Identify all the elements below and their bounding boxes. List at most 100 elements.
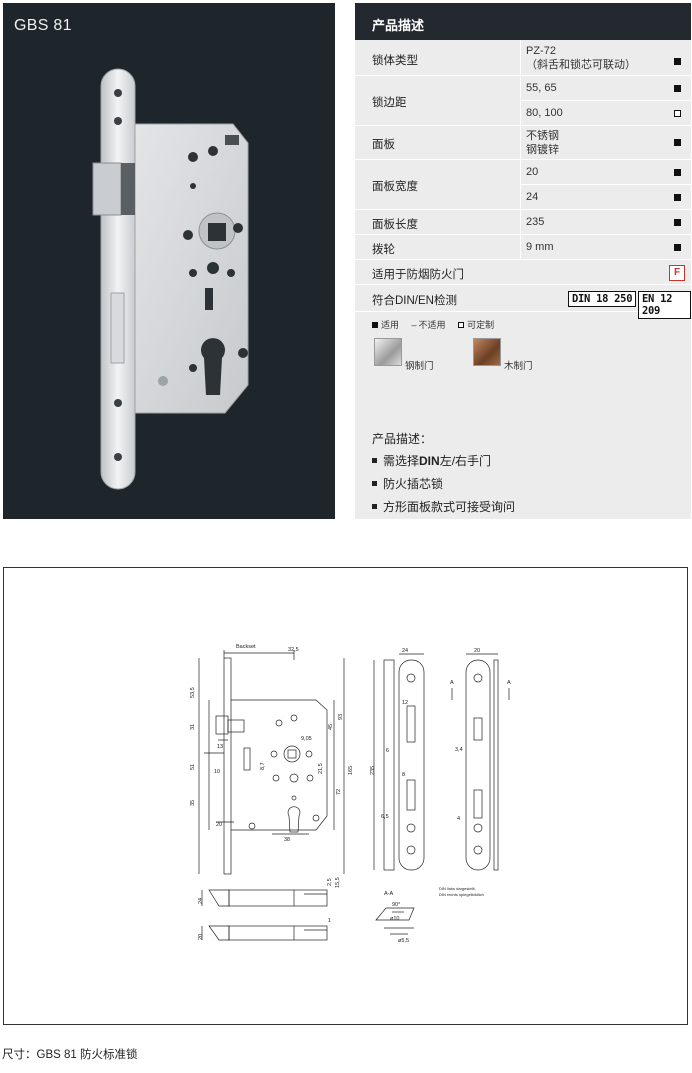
applicable-mark [674,169,681,176]
product-photo-panel: GBS 81 [3,3,335,519]
bullet-item: 需选择DIN左/右手门 [372,452,515,469]
spec-row-fire-door: 适用于防烟防火门 F [355,260,691,285]
applicable-mark [674,85,681,92]
bullet-text: 需选择 [383,454,420,468]
spec-value-cell: PZ-72 （斜舌和锁芯可联动） [520,40,691,76]
column-divider [520,126,521,159]
drawing-note: DIN links dargestellt, [439,886,476,891]
dim-label: 2,5 [327,878,333,886]
technical-drawing: Backset 32,5 24 20 53,5 31 13 51 10 35 2… [190,644,511,944]
spec-label: 拨轮 [372,244,395,256]
spec-row-faceplate-width: 面板宽度 20 24 [355,160,691,210]
dim-label: ø10 [390,916,399,922]
legend-not-applicable: –不适用 [412,320,446,330]
section-marker: A [450,680,454,686]
dim-label: 38 [284,837,290,843]
spec-value: 235 [526,216,545,228]
spec-row-backset: 锁边距 55, 65 80, 100 [355,76,691,126]
spec-subrow: 55, 65 [520,76,691,101]
dim-label: 20 [474,648,480,654]
dim-label: 235 [370,766,376,775]
dim-label: 13 [217,744,223,750]
spec-value: 80, 100 [526,107,563,119]
fire-rating-badge: F [669,265,685,281]
spec-value: 不锈钢 钢镀锌 [526,130,559,156]
dim-label: 20 [198,934,204,940]
technical-drawing-frame: Backset 32,5 24 20 53,5 31 13 51 10 35 2… [3,567,688,1025]
steel-door-swatch [374,338,402,366]
spec-value: 20 [526,166,539,178]
door-label: 木制门 [504,361,533,372]
spec-value-cell: 20 24 [520,160,691,210]
applicable-mark [674,244,681,251]
dim-label: 45 [328,724,334,730]
applicable-mark [372,322,378,328]
applicable-mark [674,194,681,201]
spec-row-faceplate: 面板 不锈钢 钢镀锌 [355,126,691,160]
wood-door-swatch [473,338,501,366]
dim-label: 6,5 [381,814,389,820]
applicable-mark [674,219,681,226]
dim-label: 1 [328,918,331,924]
spec-label: 面板长度 [372,219,418,231]
dim-label: 24 [402,648,408,654]
dim-label: 90° [392,902,400,908]
applicable-mark [674,139,681,146]
legend-customizable: 可定制 [458,320,494,330]
spec-value: 55, 65 [526,82,557,94]
column-divider [520,210,521,234]
spec-subrow: 80, 100 [520,101,691,126]
dim-label: 165 [348,766,354,775]
spec-row-follower: 拨轮 9 mm [355,235,691,260]
spec-value-cell: 9 mm [520,235,691,260]
bullet-square-icon [372,458,377,463]
spec-subrow: 20 [520,160,691,185]
spec-value: 24 [526,191,539,203]
spec-table: 锁体类型 PZ-72 （斜舌和锁芯可联动） 锁边距 55, 65 80, 100 [355,40,691,319]
column-divider [520,40,521,75]
dim-label: 8,7 [260,762,266,770]
spec-panel: 产品描述 锁体类型 PZ-72 （斜舌和锁芯可联动） 锁边距 55, 65 80… [355,3,691,519]
dim-label: 12 [402,700,408,706]
bullet-item: 防火插芯锁 [372,475,515,492]
spec-value-cell: 235 [520,210,691,235]
dim-label: 15,5 [335,877,341,888]
dim-label: 3,4 [455,747,463,753]
spec-label: 适用于防烟防火门 [372,269,464,281]
spec-header: 产品描述 [355,3,691,40]
dim-label: 24 [198,898,204,904]
bullet-bold: DIN [419,454,440,468]
spec-label: 锁体类型 [372,55,418,67]
spec-label: 锁边距 [372,97,407,109]
dim-label: 72 [336,789,342,795]
spec-label: 面板宽度 [372,181,418,193]
dim-label: 51 [190,764,196,770]
dim-label: 8 [402,772,405,778]
spec-label: 符合DIN/EN检测 [372,295,457,307]
dim-label: 31 [190,724,196,730]
spec-value: PZ-72 （斜舌和锁芯可联动） [526,45,636,71]
column-divider [520,76,521,125]
column-divider [520,160,521,209]
spec-label: 面板 [372,139,395,151]
bullet-square-icon [372,504,377,509]
dim-label: 20 [216,822,222,828]
section-title: A-A [384,891,394,897]
applicable-mark [674,58,681,65]
legend-customizable-label: 可定制 [467,320,495,330]
dim-label: 6 [386,748,389,754]
en-badge: EN 12 209 [638,291,691,319]
spec-row-din-en: 符合DIN/EN检测 DIN 18 250 EN 12 209 [355,285,691,319]
legend: 适用 –不适用 可定制 [372,318,504,331]
spec-value: 9 mm [526,241,554,253]
dim-label: 4 [457,816,460,822]
bullet-item: 方形面板款式可接受询问 [372,498,515,515]
spec-row-faceplate-length: 面板长度 235 [355,210,691,235]
section-marker: A [507,680,511,686]
figure-caption: 尺寸：GBS 81 防火标准锁 [2,1049,138,1061]
dim-label: 93 [338,714,344,720]
bullet-text: 防火插芯锁 [383,477,444,491]
legend-applicable-label: 适用 [381,320,400,330]
door-label: 钢制门 [405,361,434,372]
spec-row-lock-type: 锁体类型 PZ-72 （斜舌和锁芯可联动） [355,40,691,76]
